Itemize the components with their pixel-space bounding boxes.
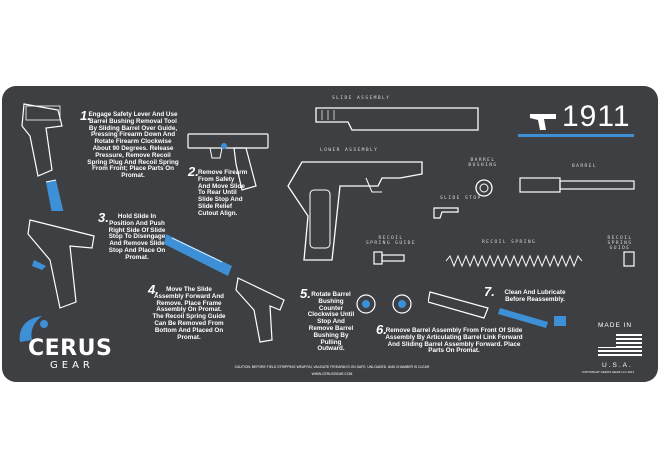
step5-bushing-illustration (354, 292, 420, 316)
step1-text: Engage Safety Lever And Use Barrel Bushi… (87, 111, 179, 180)
barrel-bushing-illustration (474, 178, 494, 198)
slide-stop-label: SLIDE STOP (440, 196, 482, 201)
us-flag-icon (598, 334, 642, 358)
slide-stop-illustration (432, 204, 462, 220)
step3-text: Hold Slide In Position And Push Right Si… (108, 213, 166, 261)
step3-number: 3. (98, 210, 109, 225)
recoil-spring-illustration (444, 254, 584, 268)
lower-assembly-label: LOWER ASSEMBLY (320, 148, 379, 153)
caution-text: CAUTION: BEFORE FIELD STRIPPING WEAPON, … (234, 365, 430, 369)
gun-mat: 1. Engage Safety Lever And Use Barrel Bu… (2, 86, 658, 382)
brand-name-top: CERUS (28, 336, 113, 361)
lower-assembly-illustration (282, 156, 432, 266)
slide-assembly-illustration (312, 104, 482, 134)
step2-number: 2. (188, 164, 199, 179)
step5-text: Rotate Barrel Bushing Counter Clockwise … (307, 291, 355, 353)
title-accent-line (518, 134, 634, 137)
recoil-spring-guide-right-illustration (622, 250, 636, 268)
recoil-spring-label: RECOIL SPRING (482, 240, 537, 245)
step7-number: 7. (484, 284, 495, 299)
made-in-label: MADE IN (598, 322, 633, 329)
step1-number: 1. (80, 108, 91, 123)
step2-pistol-illustration (184, 124, 274, 194)
recoil-spring-guide-left-illustration (372, 250, 406, 266)
recoil-spring-guide-right-label: RECOIL SPRING GUIDE (607, 236, 633, 251)
recoil-spring-guide-left-label: RECOIL SPRING GUIDE (366, 236, 416, 246)
title-pistol-icon (528, 110, 558, 132)
slide-assembly-label: SLIDE ASSEMBLY (332, 96, 391, 101)
step7-text: Clean And Lubricate Before Reassembly. (504, 289, 566, 303)
step5-number: 5. (300, 286, 311, 301)
step7-barrel-illustration (428, 286, 578, 336)
barrel-illustration (518, 174, 638, 198)
model-title: 1911 (562, 100, 631, 133)
step3-pistol-illustration (24, 212, 104, 312)
barrel-label: BARREL (572, 164, 597, 169)
step6-number: 6. (376, 322, 387, 337)
barrel-bushing-label: BARREL BUSHING (468, 158, 498, 168)
step2-text: Remove Firearm From Safety And Move Slid… (198, 169, 248, 217)
step4-frame-illustration (234, 270, 294, 346)
step6-text: Remove Barrel Assembly From Front Of Sli… (385, 327, 523, 355)
website-text: WWW.CERUSGEAR.COM (311, 372, 353, 376)
step4-slide-illustration (162, 226, 242, 286)
step4-text: Move The Slide Assembly Forward And Remo… (152, 286, 226, 341)
cerus-logo-icon (16, 314, 54, 344)
country-label: U.S.A. (602, 362, 633, 369)
brand-name-bottom: GEAR (50, 360, 94, 371)
step4-number: 4. (148, 282, 159, 297)
step1-pistol-illustration (16, 96, 76, 211)
copyright-text: COPYRIGHT CERUS GEAR LLC 2017 (582, 370, 635, 374)
